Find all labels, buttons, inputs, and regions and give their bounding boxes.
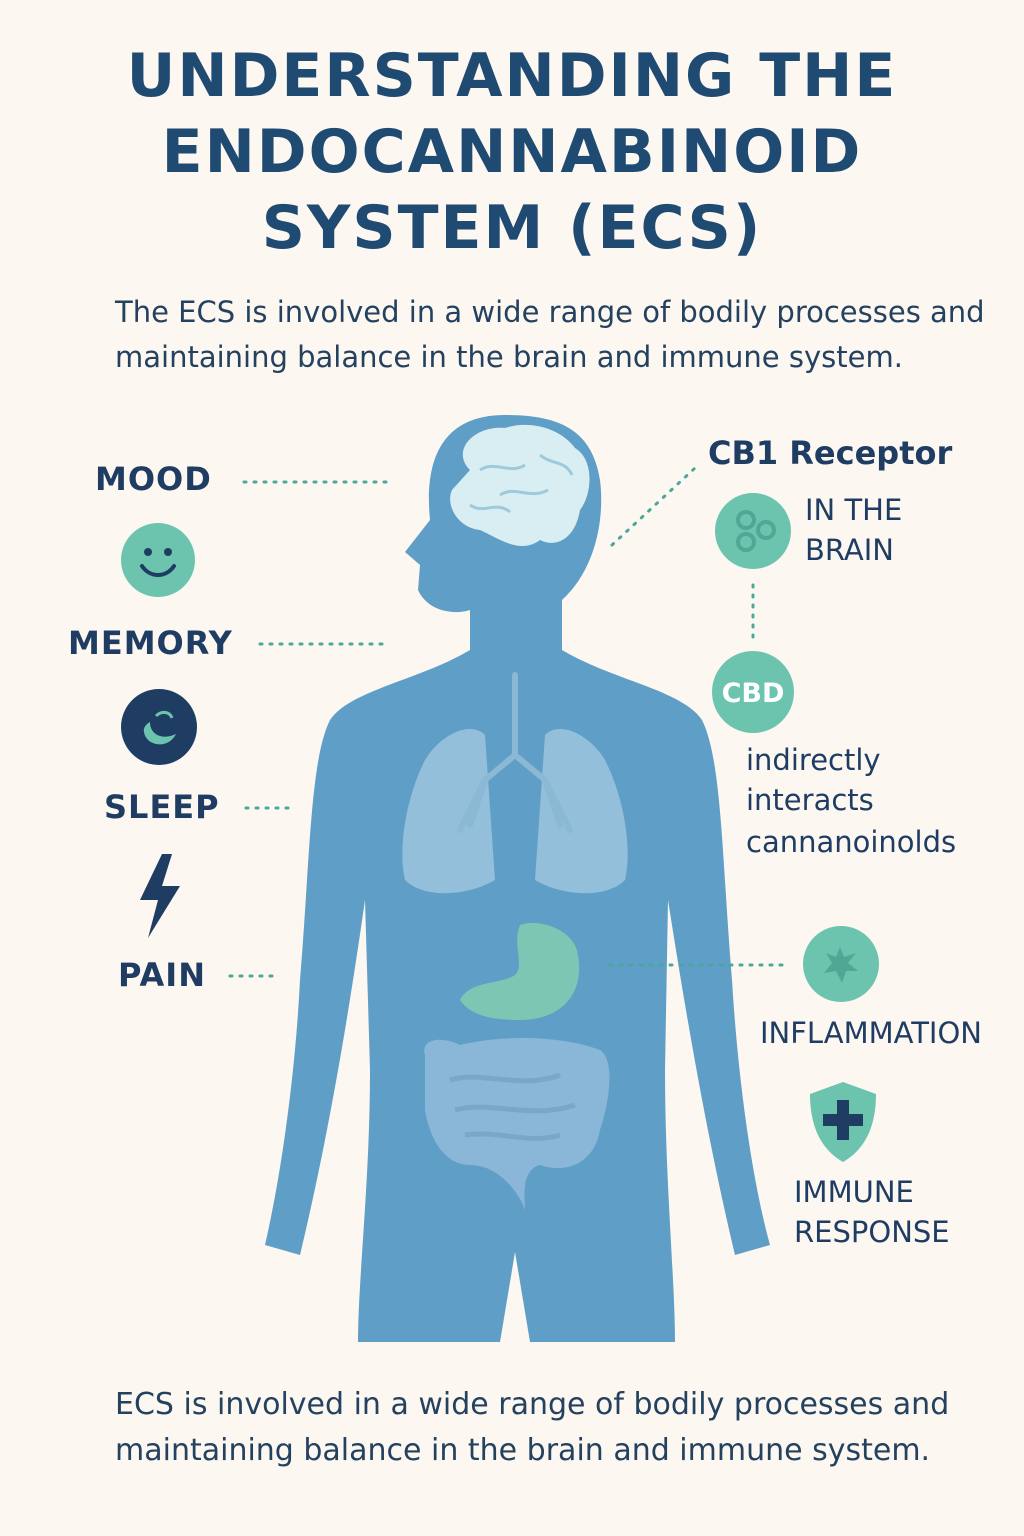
label-pain: PAIN <box>118 956 206 994</box>
body-silhouette <box>265 415 770 1342</box>
cbd-badge-label: CBD <box>722 678 785 709</box>
cb1-location-line-2: BRAIN <box>805 533 894 567</box>
lightning-icon <box>140 854 180 938</box>
shield-plus-icon <box>810 1082 876 1162</box>
label-mood: MOOD <box>95 460 212 498</box>
intro-text: The ECS is involved in a wide range of b… <box>115 295 985 374</box>
label-inflammation: INFLAMMATION <box>760 1016 983 1050</box>
title-line-2: ENDOCANNABINOID <box>161 117 863 187</box>
cbd-description-line-3: cannanoinolds <box>746 825 957 859</box>
label-immune-line-2: RESPONSE <box>794 1215 950 1249</box>
title-line-3: SYSTEM (ECS) <box>261 193 763 263</box>
page-title: UNDERSTANDING THE ENDOCANNABINOID SYSTEM… <box>0 38 1024 266</box>
inflammation-cell-icon <box>803 926 879 1002</box>
cbd-description-line-2: interacts <box>746 783 874 817</box>
closing-text: ECS is involved in a wide range of bodil… <box>115 1387 950 1468</box>
smiley-icon <box>121 523 195 597</box>
label-immune-line-1: IMMUNE <box>794 1175 914 1209</box>
cb1-location-line-1: IN THE <box>805 493 903 527</box>
label-sleep: SLEEP <box>104 788 220 826</box>
label-memory: MEMORY <box>68 624 233 662</box>
brain-shape <box>450 424 590 546</box>
stomach-shape <box>460 923 580 1020</box>
cbd-description-line-1: indirectly <box>746 743 881 777</box>
left-lung <box>402 729 495 894</box>
moon-icon <box>121 689 197 765</box>
cb1-receptor-heading: CB1 Receptor <box>708 434 953 472</box>
receptor-cells-icon <box>715 493 791 569</box>
title-line-1: UNDERSTANDING THE <box>126 41 898 111</box>
intestines-shape <box>424 1038 610 1210</box>
right-lung <box>535 729 628 894</box>
cbd-badge: CBD <box>712 651 794 733</box>
